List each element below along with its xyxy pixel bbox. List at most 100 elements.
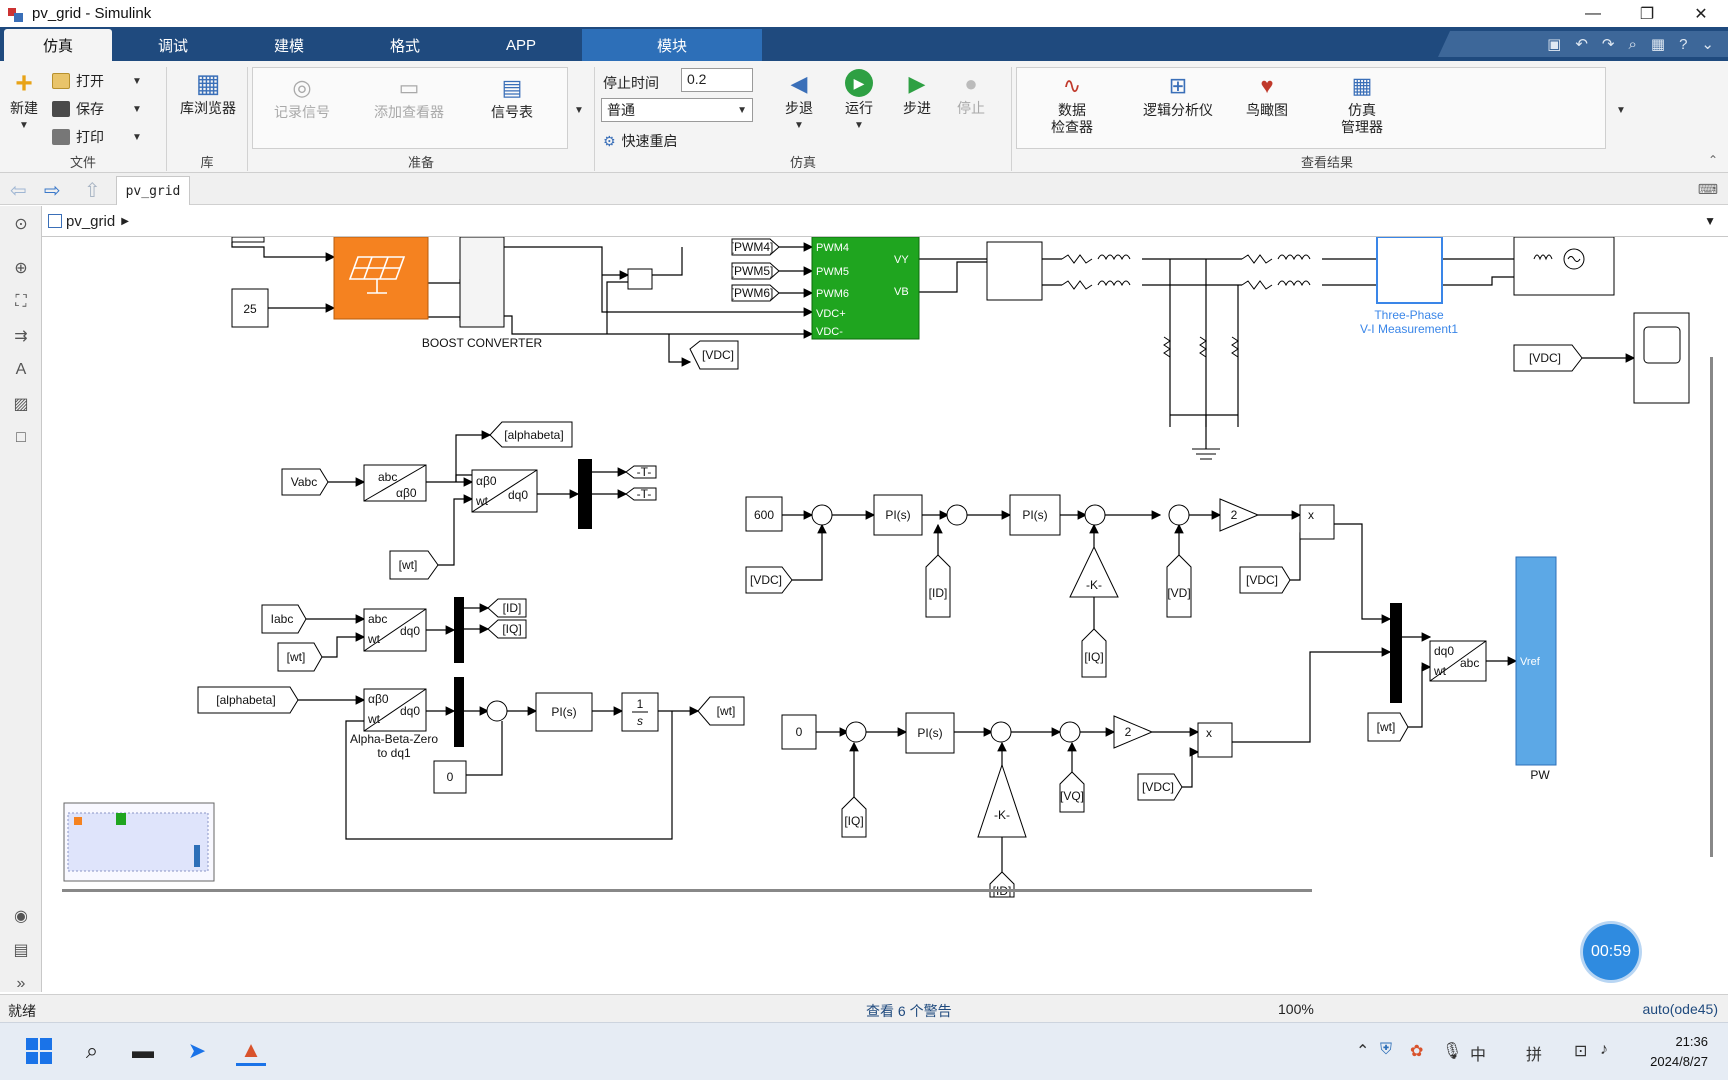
transformer-block[interactable] xyxy=(986,241,1043,301)
from-vdc-1[interactable]: [VDC] xyxy=(750,573,782,587)
model-canvas[interactable]: 25 BOOST CONVERTER [VDC] [PWM4] [PWM5] [… xyxy=(42,237,1728,974)
tab-block[interactable]: 模块 xyxy=(582,29,762,61)
redo-icon[interactable]: ↷ xyxy=(1601,36,1615,53)
from-wt[interactable]: [wt] xyxy=(399,558,418,572)
gain-k-block-2[interactable] xyxy=(977,763,1027,838)
undo-icon[interactable]: ↶ xyxy=(1575,36,1588,53)
sum-block[interactable] xyxy=(845,721,867,743)
run-button[interactable]: ▶ 运行 ▼ xyxy=(839,69,879,134)
gain-k-block[interactable] xyxy=(1069,545,1119,598)
breadcrumb-dropdown-icon[interactable]: ▼ xyxy=(1704,214,1716,228)
from-iq-2[interactable]: [IQ] xyxy=(844,814,863,828)
save-icon[interactable]: ▣ xyxy=(1547,36,1562,53)
goto-wt[interactable]: [wt] xyxy=(717,704,736,718)
model-thumbnail[interactable] xyxy=(63,802,215,882)
recording-timer[interactable]: 00:59 xyxy=(1583,924,1639,980)
from-vdc-2[interactable]: [VDC] xyxy=(1246,573,1278,587)
annotation-icon[interactable]: A xyxy=(15,361,27,378)
stop-time-input[interactable]: 0.2 xyxy=(681,68,753,92)
ime-mode-1[interactable]: 中 xyxy=(1470,1047,1487,1064)
help-icon[interactable]: ? xyxy=(1679,35,1688,53)
step-back-button[interactable]: ◀ 步退 ▼ xyxy=(779,69,819,134)
library-browser-button[interactable]: ▦ 库浏览器 xyxy=(177,69,239,117)
forward-arrow-icon[interactable]: ⇨ xyxy=(44,180,61,202)
sum-block[interactable] xyxy=(1084,504,1106,526)
breadcrumb-arrow-icon[interactable]: ▶ xyxy=(121,215,129,227)
logic-analyzer-button[interactable]: ⊞ 逻辑分析仪 xyxy=(1126,71,1230,119)
layout-icon[interactable]: ▦ xyxy=(1650,36,1666,53)
breadcrumb[interactable]: pv_grid xyxy=(66,212,116,230)
network-icon[interactable]: ⊡ xyxy=(1574,1043,1588,1060)
sum-block[interactable] xyxy=(1059,721,1081,743)
terminator-tag[interactable]: -T- xyxy=(637,465,652,479)
microphone-icon[interactable]: 🎙 xyxy=(1442,1043,1463,1060)
mux-block[interactable] xyxy=(1390,603,1402,703)
goto-id[interactable]: [ID] xyxy=(503,601,522,615)
open-button[interactable]: 打开 ▼ xyxy=(52,71,142,91)
sum-block[interactable] xyxy=(811,504,833,526)
demux-block-3[interactable] xyxy=(454,677,464,747)
sum-block[interactable] xyxy=(946,504,968,526)
keyboard-icon[interactable]: ⌨ xyxy=(1697,181,1718,197)
gain-2-block[interactable] xyxy=(1219,498,1260,532)
matlab-icon[interactable]: ▲ xyxy=(236,1036,266,1066)
from-vq[interactable]: [VQ] xyxy=(1060,789,1084,803)
from-wt-3[interactable]: [wt] xyxy=(1377,720,1396,734)
area-icon[interactable]: □ xyxy=(16,429,26,446)
fast-restart-toggle[interactable]: ⚙ 快速重启 xyxy=(603,131,678,151)
prepare-expand-icon[interactable]: ▼ xyxy=(574,105,584,116)
goto-iq[interactable]: [IQ] xyxy=(502,622,521,636)
ime-mode-2[interactable]: 拼 xyxy=(1526,1047,1543,1064)
pwm-generator-block[interactable] xyxy=(1515,556,1557,766)
sim-manager-button[interactable]: ▦ 仿真 管理器 xyxy=(1330,71,1394,136)
new-button[interactable]: + 新建 ▼ xyxy=(6,68,42,134)
simulation-mode-select[interactable]: 普通 ▼ xyxy=(601,98,753,122)
vi-measurement-block[interactable] xyxy=(1376,237,1443,304)
tab-debug[interactable]: 调试 xyxy=(157,37,188,55)
from-iabc[interactable]: Iabc xyxy=(271,612,294,626)
model-tab-pv-grid[interactable]: pv_grid xyxy=(116,176,190,205)
expand-icon[interactable]: » xyxy=(16,975,26,992)
from-vabc[interactable]: Vabc xyxy=(291,475,317,489)
demux-block-2[interactable] xyxy=(454,597,464,663)
from-iq-1[interactable]: [IQ] xyxy=(1084,650,1103,664)
voltage-measurement-block[interactable] xyxy=(627,268,653,290)
app-tray-icon[interactable]: ✿ xyxy=(1410,1043,1424,1060)
goto-alphabeta[interactable]: [alphabeta] xyxy=(504,428,563,442)
vertical-scrollbar[interactable] xyxy=(1710,357,1713,857)
tray-expand-icon[interactable]: ⌃ xyxy=(1356,1043,1370,1060)
image-icon[interactable]: ▨ xyxy=(13,396,29,413)
screenshot-icon[interactable]: ◉ xyxy=(14,908,28,925)
block-diagram[interactable]: 25 BOOST CONVERTER [VDC] [PWM4] [PWM5] [… xyxy=(42,237,1728,974)
search-icon[interactable]: ⌕ xyxy=(1628,35,1637,53)
inverter-block[interactable] xyxy=(811,237,920,340)
birds-eye-button[interactable]: ♥ 鸟瞰图 xyxy=(1234,71,1300,119)
volume-icon[interactable]: ♪ xyxy=(1600,1041,1608,1058)
from-vd[interactable]: [VD] xyxy=(1167,586,1190,600)
constant-0-block[interactable] xyxy=(433,760,467,794)
add-viewer-button[interactable]: ▭ 添加查看器 xyxy=(370,73,448,121)
print-button[interactable]: 打印 ▼ xyxy=(52,127,142,147)
pi-controller-iq[interactable] xyxy=(905,712,955,754)
fit-view-icon[interactable]: ⛶ xyxy=(15,293,27,310)
constant-600-block[interactable] xyxy=(745,496,783,532)
pi-controller-id[interactable] xyxy=(1009,494,1061,536)
pwm-goto-tags[interactable]: [PWM4] [PWM5] [PWM6] xyxy=(731,238,780,302)
review-expand-icon[interactable]: ▼ xyxy=(1616,105,1626,116)
from-wt-2[interactable]: [wt] xyxy=(287,650,306,664)
minimize-button[interactable]: — xyxy=(1585,4,1601,22)
close-button[interactable]: ✕ xyxy=(1694,5,1708,23)
terminator-tag[interactable]: -T- xyxy=(637,487,652,501)
pi-controller-vdc[interactable] xyxy=(873,494,923,536)
sum-block[interactable] xyxy=(1168,504,1190,526)
demux-block[interactable] xyxy=(578,459,592,529)
collapse-toolstrip-icon[interactable]: ⌃ xyxy=(1707,153,1718,167)
pi-controller-pll[interactable] xyxy=(535,692,593,732)
from-vdc-3[interactable]: [VDC] xyxy=(1142,780,1174,794)
collapse-ribbon-icon[interactable]: ⌄ xyxy=(1701,36,1714,53)
restore-button[interactable]: ❐ xyxy=(1639,5,1655,23)
from-alphabeta[interactable]: [alphabeta] xyxy=(216,693,275,707)
windows-start-icon[interactable] xyxy=(24,1036,54,1066)
signal-line-icon[interactable]: ⇉ xyxy=(14,328,28,345)
zoom-icon[interactable]: ⊕ xyxy=(14,260,28,277)
